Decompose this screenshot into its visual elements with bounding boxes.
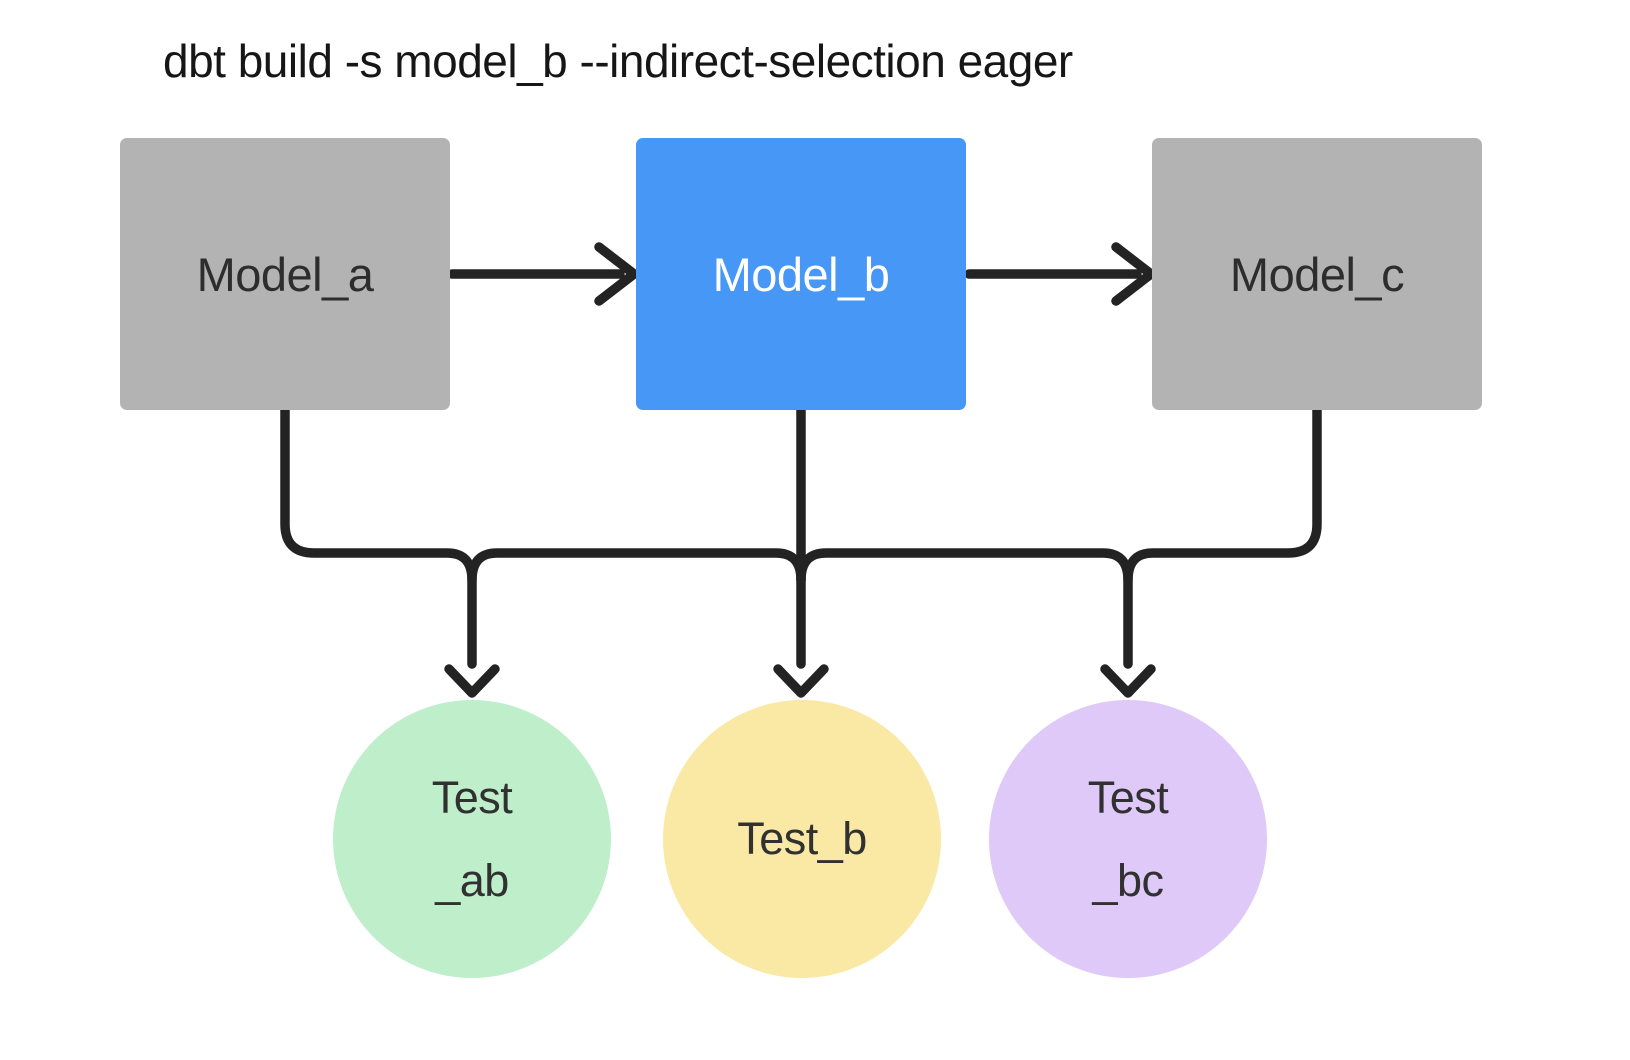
node-test-ab: Test _ab [333,700,611,978]
arrowhead-test-b [773,664,829,698]
node-model-c-label: Model_c [1229,247,1405,301]
node-test-bc: Test _bc [989,700,1267,978]
node-model-b-label: Model_b [712,247,890,301]
arrowhead-test-bc [1100,664,1156,698]
node-test-b-label: Test_b [737,813,867,865]
node-test-bc-label-line1: Test [1087,771,1169,823]
command-title: dbt build -s model_b --indirect-selectio… [163,35,1073,87]
node-model-a-label: Model_a [196,247,374,301]
node-model-b: Model_b [636,138,966,410]
bus-left-segment [467,548,806,585]
edge-model-c-to-bus [1123,403,1322,585]
arrowhead-test-ab [444,664,500,698]
node-test-ab-label-line1: Test [431,771,513,823]
bus-right-segment [796,548,1133,669]
arrowhead-model-b [594,242,639,306]
edge-model-a-to-bus [280,403,477,669]
node-test-ab-label-line2: _ab [435,855,509,906]
node-test-b: Test_b [663,700,941,978]
node-model-a: Model_a [120,138,450,410]
node-test-bc-label-line2: _bc [1092,855,1164,906]
arrowhead-model-c [1111,242,1156,306]
node-model-c: Model_c [1152,138,1482,410]
